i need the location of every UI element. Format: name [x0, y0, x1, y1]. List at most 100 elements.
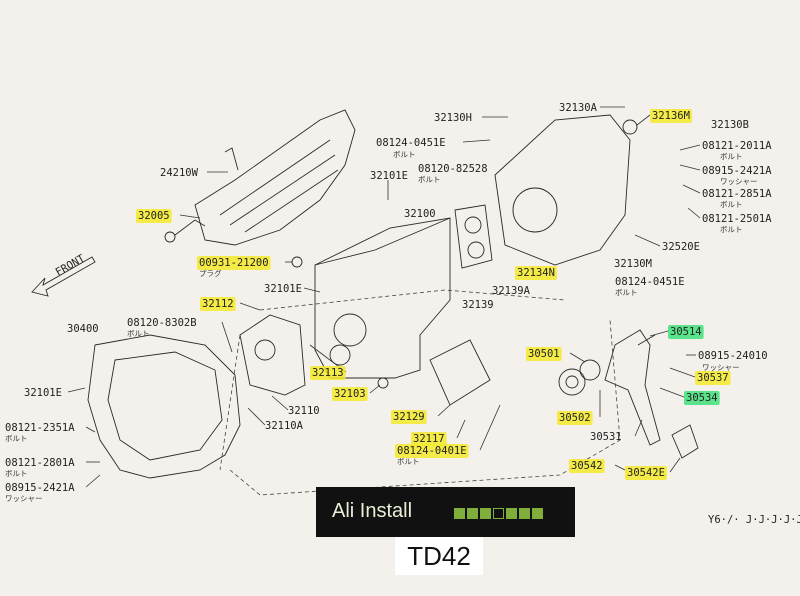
gasket-32139	[454, 204, 493, 269]
release-fork	[604, 329, 661, 446]
part-label: 08120-82528	[418, 163, 488, 175]
part-label: 32129	[393, 411, 425, 423]
sub-label: ボルト	[720, 152, 743, 161]
japanese-sub-labels: ボルトボルトワッシャーボルトボルトボルトプラグボルトボルトワッシャーボルトボルト…	[5, 150, 758, 503]
part-label: 24210W	[160, 167, 199, 179]
banner-square	[480, 508, 491, 519]
part-label: 32130H	[434, 112, 472, 124]
sub-label: ボルト	[393, 150, 416, 159]
highlight-marker	[625, 466, 667, 480]
part-label: 32110A	[265, 420, 304, 432]
banner-square	[467, 508, 478, 519]
model-label: TD42	[395, 537, 483, 575]
part-label: 08121-2851A	[702, 188, 772, 200]
sub-label: ワッシャー	[720, 177, 758, 186]
banner-squares	[454, 508, 543, 519]
highlight-marker	[310, 366, 346, 380]
plug-00931	[291, 256, 303, 268]
part-label: 32101E	[264, 283, 302, 295]
extension-housing-ribs	[219, 139, 339, 233]
part-label: 30534	[686, 392, 718, 404]
part-label: 32139A	[492, 285, 531, 297]
part-label: 32110	[288, 405, 320, 417]
adapter-housing	[494, 114, 631, 266]
sub-label: ボルト	[5, 469, 28, 478]
part-label: 32113	[312, 367, 344, 379]
highlight-marker	[136, 209, 172, 223]
part-label: 32130A	[559, 102, 598, 114]
part-label: 32100	[404, 208, 436, 220]
gasket-hole-2	[467, 241, 485, 259]
extension-housing	[194, 109, 356, 246]
part-label: 00931-21200	[199, 257, 269, 269]
case-bore-lower	[329, 344, 351, 366]
sub-label: ボルト	[5, 434, 28, 443]
part-label: 32139	[462, 299, 494, 311]
bell-housing-inner	[107, 351, 223, 461]
release-bearing-inner	[565, 375, 579, 389]
sensor-32005	[174, 219, 206, 236]
highlight-marker	[557, 411, 593, 425]
part-label: 08120-8302B	[127, 317, 197, 329]
part-label: 08121-2011A	[702, 140, 772, 152]
part-label: 30400	[67, 323, 99, 335]
banner-square	[506, 508, 517, 519]
part-label: 30542	[571, 460, 603, 472]
part-label: 32101E	[370, 170, 408, 182]
banner-text: Ali Install	[332, 500, 413, 522]
part-label: 32134N	[517, 267, 555, 279]
part-label: 08915-2421A	[702, 165, 772, 177]
part-label: 32005	[138, 210, 170, 222]
part-label: 08121-2501A	[702, 213, 772, 225]
spring-30542	[671, 424, 699, 459]
part-label: 08124-0401E	[397, 445, 467, 457]
highlight-marker	[395, 444, 469, 458]
top-cover	[429, 339, 491, 406]
branding-banner: Ali Install	[316, 487, 575, 537]
part-label: 32103	[334, 388, 366, 400]
part-label: 30514	[670, 326, 702, 338]
front-arrow-icon	[31, 256, 96, 297]
highlight-marker	[695, 371, 731, 385]
case-bore-front	[333, 313, 367, 347]
corner-code: Y6·/· J·J·J·J·J···	[708, 514, 800, 526]
part-label: 08121-2351A	[5, 422, 75, 434]
sub-label: ボルト	[720, 200, 743, 209]
release-bearing	[558, 368, 586, 396]
assembly-line-upper	[259, 289, 566, 311]
highlight-marker	[526, 347, 562, 361]
sub-label: ワッシャー	[702, 363, 740, 372]
front-cover	[239, 314, 306, 396]
part-label: 30502	[559, 412, 591, 424]
label-highlights	[136, 109, 731, 480]
bearing-sleeve	[579, 359, 601, 381]
gasket-hole-1	[464, 216, 482, 234]
sub-label: プラグ	[199, 268, 222, 278]
leader-lines	[67, 106, 701, 488]
adapter-bore	[512, 187, 558, 233]
part-label: 30531	[590, 431, 622, 443]
sub-label: ワッシャー	[5, 494, 43, 503]
transmission-case-top	[314, 217, 451, 266]
assembly-line-left	[219, 334, 241, 471]
part-label: 32101E	[24, 387, 62, 399]
plug-32103	[377, 377, 389, 389]
part-label: 32520E	[662, 241, 700, 253]
part-label: 30542E	[627, 467, 665, 479]
seal-32136m	[622, 119, 638, 135]
sub-label: ボルト	[127, 329, 150, 338]
sub-label: ボルト	[720, 225, 743, 234]
highlight-marker	[332, 387, 368, 401]
part-label: 08124-0451E	[615, 276, 685, 288]
assembly-line-lower	[229, 319, 621, 496]
sub-label: ボルト	[615, 288, 638, 297]
front-direction-label: FRONT	[54, 252, 88, 279]
highlight-marker	[197, 256, 271, 270]
highlight-marker	[650, 109, 692, 123]
banner-square	[519, 508, 530, 519]
part-label: 30537	[697, 372, 729, 384]
part-label: 08124-0451E	[376, 137, 446, 149]
highlight-marker	[515, 266, 557, 280]
